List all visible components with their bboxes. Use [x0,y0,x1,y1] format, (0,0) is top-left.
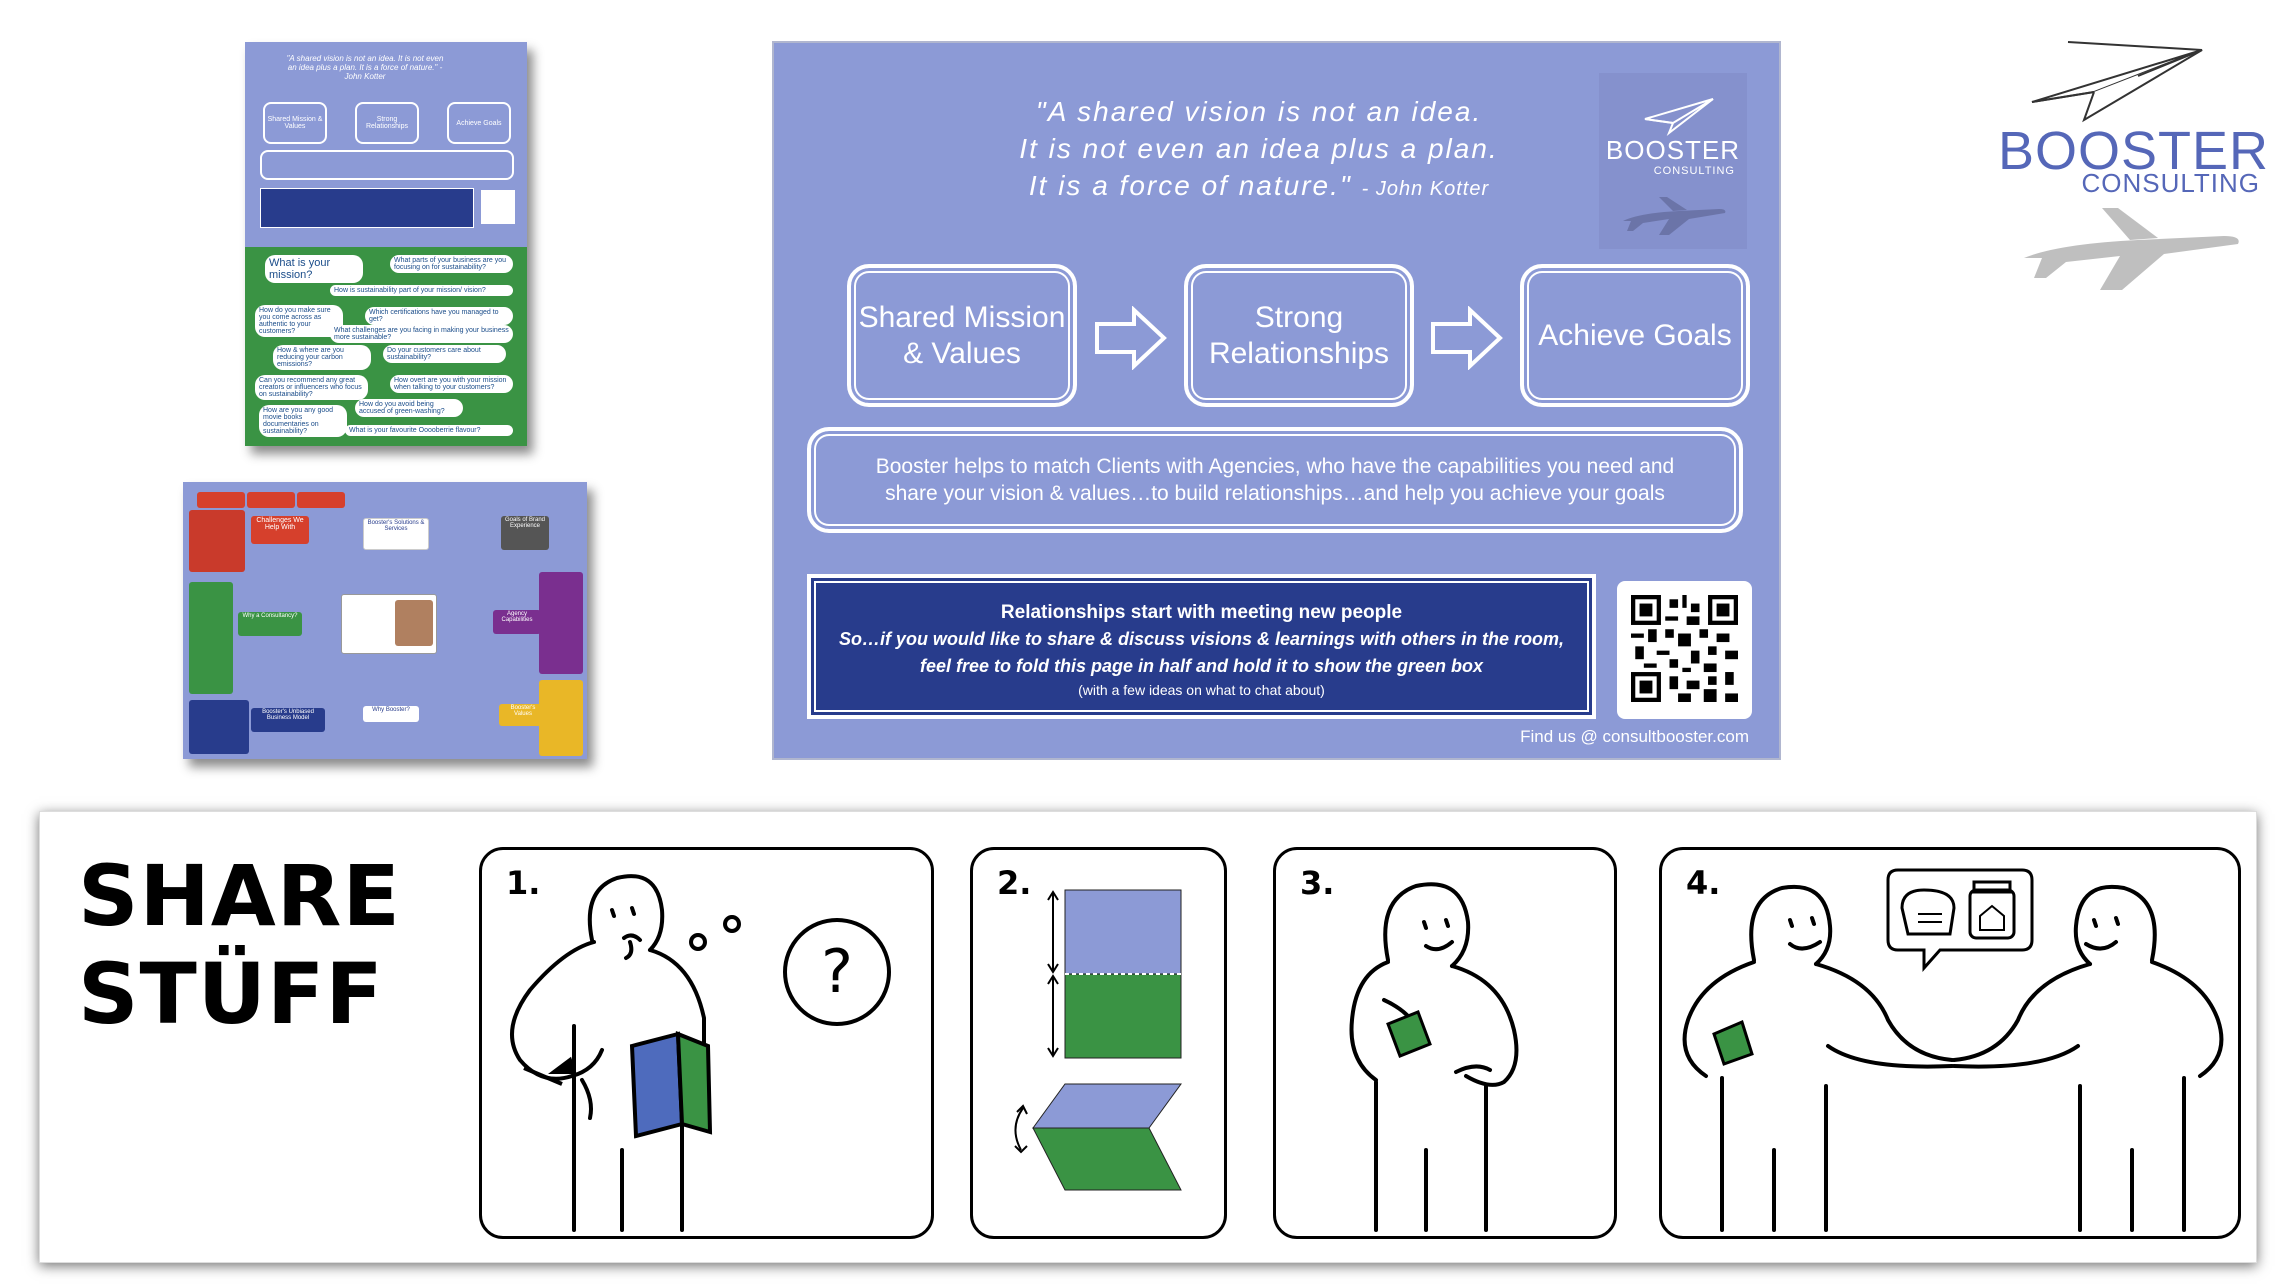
thumbnail-question: How do you avoid being accused of green-… [355,399,463,417]
poster-logo: BOOSTER CONSULTING [1599,73,1747,249]
map-label-why-booster: Why Booster? [363,706,419,722]
share-stuff-panel: SHARE STÜFF 1. ? [39,811,2257,1263]
quote-line-2: It is not even an idea plus a plan. [1019,133,1499,164]
airplane-icon [1623,197,1726,235]
meet-box: Relationships start with meeting new peo… [807,574,1596,719]
poster-logo-sub: CONSULTING [1653,165,1735,177]
share-stuff-title: SHARE STÜFF [78,847,401,1043]
map-label-goals: Goals of Brand Experience [501,516,549,550]
pitch-box: Booster helps to match Clients with Agen… [807,427,1743,533]
map-chip [189,582,233,694]
airplane-icon [2024,208,2239,290]
paper-plane-icon [1644,98,1714,137]
mindmap-thumbnail[interactable]: Challenges We Help With Booster's Soluti… [183,482,587,759]
two-people-chatting-icon [1682,868,2224,1232]
instruction-card-4: 4. [1659,847,2241,1239]
instruction-card-1: 1. ? [479,847,934,1239]
right-arrow-icon [1431,306,1503,370]
map-chip [297,492,345,508]
corner-logo: BOOSTER CONSULTING [1998,36,2268,296]
meet-line-2: feel free to fold this page in half and … [919,656,1484,676]
jar-icon [1968,888,2016,940]
thumbnail-step-1: Shared Mission & Values [263,102,327,144]
poster-logo-name: BOOSTER [1605,135,1741,165]
thumbnail-question: How do you make sure you come across as … [255,305,343,337]
meet-title: Relationships start with meeting new peo… [1000,602,1403,623]
meet-line-1: So…if you would like to share & discuss … [838,629,1565,649]
share-title-line-2: STÜFF [78,945,384,1043]
step-strong-relationships: Strong Relationships [1184,264,1414,407]
meet-note: (with a few ideas on what to chat about) [1078,682,1325,698]
corner-logo-sub: CONSULTING [2081,168,2260,198]
qr-code-icon [1631,595,1738,702]
map-chip [189,510,245,572]
instruction-card-2: 2. [970,847,1227,1239]
thumbnail-question: Which certifications have you managed to… [365,307,513,325]
map-chip [539,680,583,756]
thumbnail-green-panel: What is your mission? What parts of your… [245,247,527,446]
map-chip [197,492,245,508]
thumbnail-question: What is your mission? [265,255,363,283]
map-chip [539,572,583,674]
map-chip [189,700,249,754]
thumbnail-step-2: Strong Relationships [355,102,419,144]
thumbnail-question: What parts of your business are you focu… [390,255,513,273]
bread-icon [1900,888,1956,936]
qr-code[interactable] [1617,581,1752,719]
fold-page-icon [1014,889,1182,1191]
thumbnail-question: How is sustainability part of your missi… [330,285,513,296]
step-number: 4. [1686,864,1721,902]
thumbnail-step-3: Achieve Goals [447,102,511,144]
corner-logo-name: BOOSTER [1998,121,2270,181]
quote-line-1: "A shared vision is not an idea. [1035,96,1483,127]
thumbnail-qr [481,190,515,224]
map-label-challenges: Challenges We Help With [251,516,309,544]
thumbnail-question: What challenges are you facing in making… [330,325,513,343]
share-title-line-1: SHARE [78,847,401,945]
thumbnail-question: How are you any good movie books documen… [259,405,347,437]
quote-author: - John Kotter [1361,178,1490,200]
confused-person-icon: ? [510,874,891,1232]
map-chip [247,492,295,508]
thumbnail-question: Do your customers care about sustainabil… [383,345,506,363]
avatar [395,600,433,646]
thumbnail-pitch [260,150,514,180]
paper-plane-icon [2031,41,2203,123]
pitch-line-2: share your vision & values…to build rela… [885,482,1665,505]
step-achieve-goals: Achieve Goals [1520,264,1750,407]
map-label-business-model: Booster's Unbiased Business Model [251,708,325,732]
map-label-consultancy: Why a Consultancy? [238,612,302,636]
poster-thumbnail-front[interactable]: "A shared vision is not an idea. It is n… [245,42,527,446]
thumbnail-question: How & where are you reducing your carbon… [273,345,371,370]
quote-line-3: It is a force of nature." [1028,170,1352,201]
map-label-solutions: Booster's Solutions & Services [363,518,429,550]
map-label-values: Booster's Values [499,704,547,726]
right-arrow-icon [1095,306,1167,370]
thumbnail-question: How overt are you with your mission when… [390,375,513,393]
map-label-capabilities: Agency Capabilities [493,610,541,634]
step-number: 1. [506,864,541,902]
thumbnail-question: What is your favourite Ooooberrie flavou… [345,425,513,436]
question-mark: ? [821,937,853,1007]
step-shared-mission: Shared Mission & Values [847,264,1077,407]
thumbnail-quote: "A shared vision is not an idea. It is n… [286,54,444,81]
main-poster: "A shared vision is not an idea. It is n… [772,41,1781,760]
instruction-card-3: 3. [1273,847,1617,1239]
find-us-link[interactable]: Find us @ consultbooster.com [1520,727,1749,746]
thumbnail-question: Can you recommend any great creators or … [255,375,368,400]
person-holding-green-card-icon [1349,882,1519,1232]
step-number: 2. [997,864,1032,902]
poster-quote: "A shared vision is not an idea. It is n… [859,93,1659,208]
pitch-line-1: Booster helps to match Clients with Agen… [875,455,1675,478]
step-number: 3. [1300,864,1335,902]
thumbnail-meet-box [260,188,474,228]
